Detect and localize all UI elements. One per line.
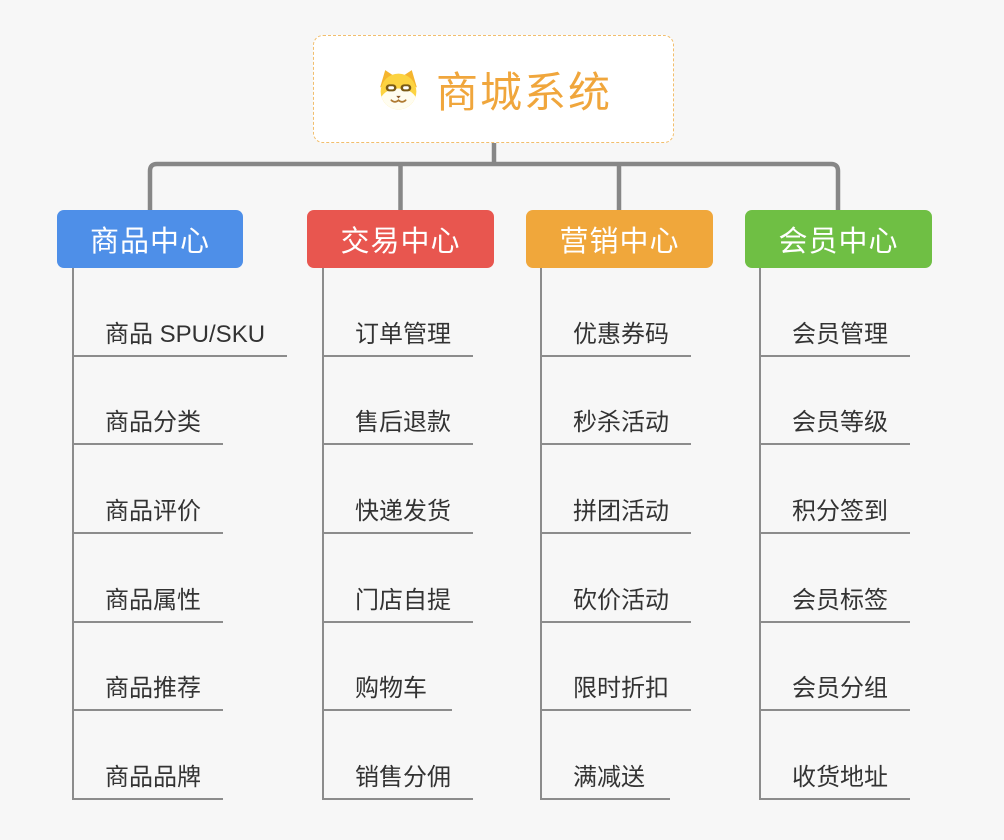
leaf-item[interactable]: 收货地址 (761, 711, 910, 800)
branch-header-trade-center[interactable]: 交易中心 (307, 210, 494, 268)
leaf-item[interactable]: 砍价活动 (542, 534, 691, 623)
leaf-item[interactable]: 商品 SPU/SKU (74, 268, 288, 357)
leaf-item[interactable]: 快递发货 (324, 445, 473, 534)
leaf-item[interactable]: 销售分佣 (324, 711, 473, 800)
dog-face-icon (375, 68, 422, 111)
leaf-item[interactable]: 优惠券码 (542, 268, 691, 357)
leaf-item[interactable]: 购物车 (324, 623, 452, 712)
leaf-item[interactable]: 会员标签 (761, 534, 910, 623)
leaf-item[interactable]: 秒杀活动 (542, 357, 691, 446)
leaf-item[interactable]: 商品品牌 (74, 711, 223, 800)
leaf-item[interactable]: 会员等级 (761, 357, 910, 446)
leaf-item[interactable]: 售后退款 (324, 357, 473, 446)
leaf-item[interactable]: 限时折扣 (542, 623, 691, 712)
leaf-item[interactable]: 满减送 (542, 711, 670, 800)
leaf-item[interactable]: 会员分组 (761, 623, 910, 712)
leaf-item[interactable]: 商品推荐 (74, 623, 223, 712)
leaf-item[interactable]: 拼团活动 (542, 445, 691, 534)
leaf-item[interactable]: 积分签到 (761, 445, 910, 534)
leaf-column-product-center: 商品 SPU/SKU 商品分类 商品评价 商品属性 商品推荐 商品品牌 (72, 268, 288, 800)
root-node[interactable]: 商城系统 (313, 35, 674, 143)
branch-header-member-center[interactable]: 会员中心 (745, 210, 932, 268)
leaf-item[interactable]: 订单管理 (324, 268, 473, 357)
leaf-item[interactable]: 商品分类 (74, 357, 223, 446)
leaf-column-member-center: 会员管理 会员等级 积分签到 会员标签 会员分组 收货地址 (759, 268, 910, 800)
leaf-item[interactable]: 商品评价 (74, 445, 223, 534)
leaf-item[interactable]: 门店自提 (324, 534, 473, 623)
root-title: 商城系统 (435, 68, 612, 116)
leaf-column-trade-center: 订单管理 售后退款 快递发货 门店自提 购物车 销售分佣 (322, 268, 473, 800)
leaf-item[interactable]: 会员管理 (761, 268, 910, 357)
branch-bus-line (147, 161, 841, 210)
branch-header-product-center[interactable]: 商品中心 (57, 210, 243, 268)
branch-header-marketing-center[interactable]: 营销中心 (526, 210, 713, 268)
leaf-column-marketing-center: 优惠券码 秒杀活动 拼团活动 砍价活动 限时折扣 满减送 (540, 268, 691, 800)
leaf-item[interactable]: 商品属性 (74, 534, 223, 623)
